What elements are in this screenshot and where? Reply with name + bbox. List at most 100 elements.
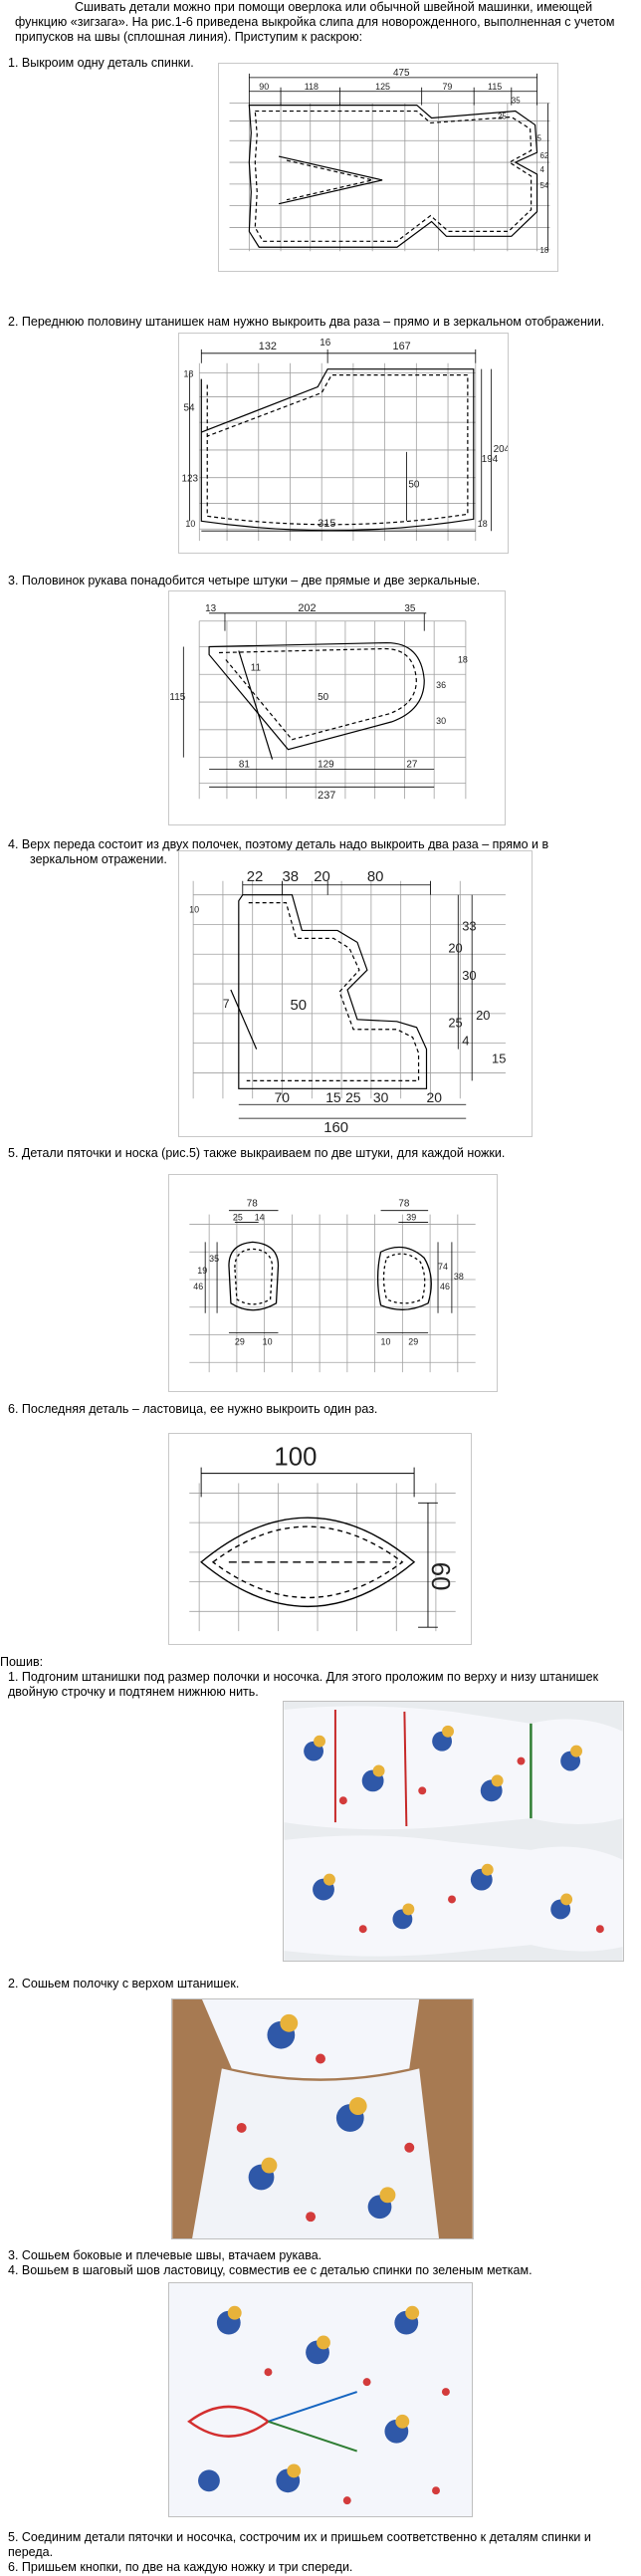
cut-step-3: 3. Половинок рукава понадобится четыре ш…: [8, 574, 481, 587]
dim-90: 90: [259, 82, 269, 92]
dim-18: 18: [458, 654, 468, 664]
dim-20c: 20: [476, 1008, 490, 1023]
dim-29b: 29: [408, 1336, 418, 1346]
dim-35: 35: [404, 603, 416, 614]
dim-14: 14: [255, 1213, 265, 1223]
dim-27: 27: [406, 759, 418, 770]
cut-step-2: 2. Переднюю половину штанишек нам нужно …: [8, 315, 605, 329]
dim-132: 132: [259, 341, 277, 352]
dim-70: 70: [275, 1089, 291, 1105]
photo-front-joined: [171, 1998, 474, 2239]
dim-50: 50: [318, 692, 329, 703]
gusset-pattern-figure: 100 60: [168, 1433, 472, 1645]
dim-50: 50: [408, 480, 420, 491]
dim-39: 39: [406, 1213, 416, 1223]
dim-160: 160: [323, 1120, 348, 1136]
dim-118: 118: [305, 82, 319, 92]
dim-10: 10: [189, 905, 199, 915]
dim-100: 100: [274, 1444, 317, 1472]
dim-10b: 10: [381, 1336, 391, 1346]
sew-step-6: 6. Пришьем кнопки, по две на каждую ножк…: [8, 2560, 353, 2574]
intro-line-3: припусков на швы (сплошная линия). Прист…: [15, 30, 363, 44]
dim-11: 11: [251, 662, 262, 673]
dim-38: 38: [454, 1272, 464, 1282]
sleeve-pattern-figure: 13 202 35 11 50 115 18 36 30 81 129 27 2…: [168, 590, 506, 825]
dim-18a: 18: [183, 369, 193, 379]
dim-54: 54: [540, 181, 549, 190]
dim-46a: 46: [193, 1282, 203, 1291]
dim-10: 10: [185, 519, 195, 529]
cut-step-6: 6. Последняя деталь – ластовица, ее нужн…: [8, 1402, 378, 1416]
dim-33: 33: [462, 918, 476, 933]
dim-25b: 25: [345, 1089, 361, 1105]
dim-78a: 78: [247, 1199, 259, 1210]
dim-22: 22: [247, 869, 264, 885]
cut-step-4-line-2: зеркальном отражении.: [30, 852, 167, 866]
cut-step-4-line-1: 4. Верх переда состоит из двух полочек, …: [8, 837, 549, 851]
dim-54: 54: [183, 402, 195, 413]
dim-18: 18: [540, 246, 549, 255]
dim-194: 194: [482, 454, 499, 465]
dim-4: 4: [462, 1034, 469, 1049]
back-pattern-figure: 475 90 118 125 79 115 35 25 5 62 4 54 18: [218, 63, 558, 272]
dim-13: 13: [205, 603, 217, 614]
sew-step-3: 3. Сошьем боковые и плечевые швы, втачае…: [8, 2248, 322, 2262]
dim-79: 79: [442, 82, 452, 92]
dim-20d: 20: [427, 1089, 443, 1105]
dim-19: 19: [197, 1266, 207, 1276]
photo-gusset-inserted: [168, 2282, 473, 2517]
dim-237: 237: [318, 790, 335, 802]
dim-475: 475: [393, 68, 410, 79]
dim-25a: 25: [448, 1016, 462, 1031]
sew-step-2: 2. Сошьем полочку с верхом штанишек.: [8, 1977, 240, 1991]
dim-115: 115: [169, 692, 185, 703]
dim-20b: 20: [448, 940, 462, 955]
dim-4: 4: [540, 165, 545, 174]
dim-35: 35: [209, 1254, 219, 1264]
dim-129: 129: [318, 759, 334, 770]
dim-15a: 15: [492, 1052, 506, 1066]
dim-202: 202: [298, 602, 316, 614]
dim-74: 74: [438, 1262, 448, 1272]
dim-81: 81: [239, 759, 251, 770]
dim-16: 16: [320, 338, 331, 349]
front-trouser-pattern-figure: 132 16 167 18 54 123 10 315 50 204 194 1…: [178, 333, 509, 554]
dim-80: 80: [367, 869, 384, 885]
dim-20a: 20: [314, 869, 330, 885]
dim-7: 7: [223, 997, 230, 1011]
dim-60: 60: [426, 1562, 454, 1591]
dim-204: 204: [494, 444, 508, 455]
sew-step-1-line-2: двойную строчку и подтянем нижнюю нить.: [8, 1685, 259, 1699]
dim-315: 315: [318, 518, 335, 530]
dim-10a: 10: [263, 1336, 273, 1346]
dim-25: 25: [233, 1213, 243, 1223]
dim-5: 5: [537, 133, 542, 142]
dim-29a: 29: [235, 1336, 245, 1346]
sew-step-1-line-1: 1. Подгоним штанишки под размер полочки …: [8, 1670, 599, 1684]
dim-15b: 15: [325, 1089, 341, 1105]
dim-36: 36: [436, 680, 446, 690]
dim-30: 30: [462, 968, 476, 983]
dim-38: 38: [283, 869, 300, 885]
front-top-pattern-figure: 22 38 20 80 7 50 33 20 30 20 25 4 15 70 …: [178, 850, 533, 1137]
dim-35: 35: [512, 97, 521, 106]
dim-123: 123: [181, 474, 198, 485]
dim-50: 50: [290, 998, 307, 1014]
dim-167: 167: [393, 341, 411, 352]
photo-trousers-gathered: [283, 1701, 624, 1962]
sewing-heading: Пошив:: [0, 1655, 44, 1669]
intro-line-1: Сшивать детали можно при помощи оверлока…: [75, 0, 593, 14]
dim-125: 125: [375, 82, 390, 92]
sew-step-4: 4. Вошьем в шаговый шов ластовицу, совме…: [8, 2263, 533, 2277]
sew-step-5-line-1: 5. Соединим детали пяточки и носочка, со…: [8, 2530, 591, 2544]
dim-18b: 18: [478, 519, 488, 529]
sew-step-5-line-2: переда.: [8, 2545, 54, 2559]
intro-line-2: функцию «зигзага». На рис.1-6 приведена …: [15, 15, 615, 29]
cut-step-1: 1. Выкроим одну деталь спинки.: [8, 56, 194, 70]
dim-115: 115: [488, 82, 502, 92]
dim-78b: 78: [398, 1199, 410, 1210]
heel-toe-pattern-figure: 78 25 14 78 39 35 19 46 74 46 38 29 10 1…: [168, 1174, 498, 1392]
cut-step-5: 5. Детали пяточки и носка (рис.5) также …: [8, 1146, 506, 1160]
dim-30b: 30: [373, 1089, 389, 1105]
dim-25: 25: [498, 112, 507, 120]
